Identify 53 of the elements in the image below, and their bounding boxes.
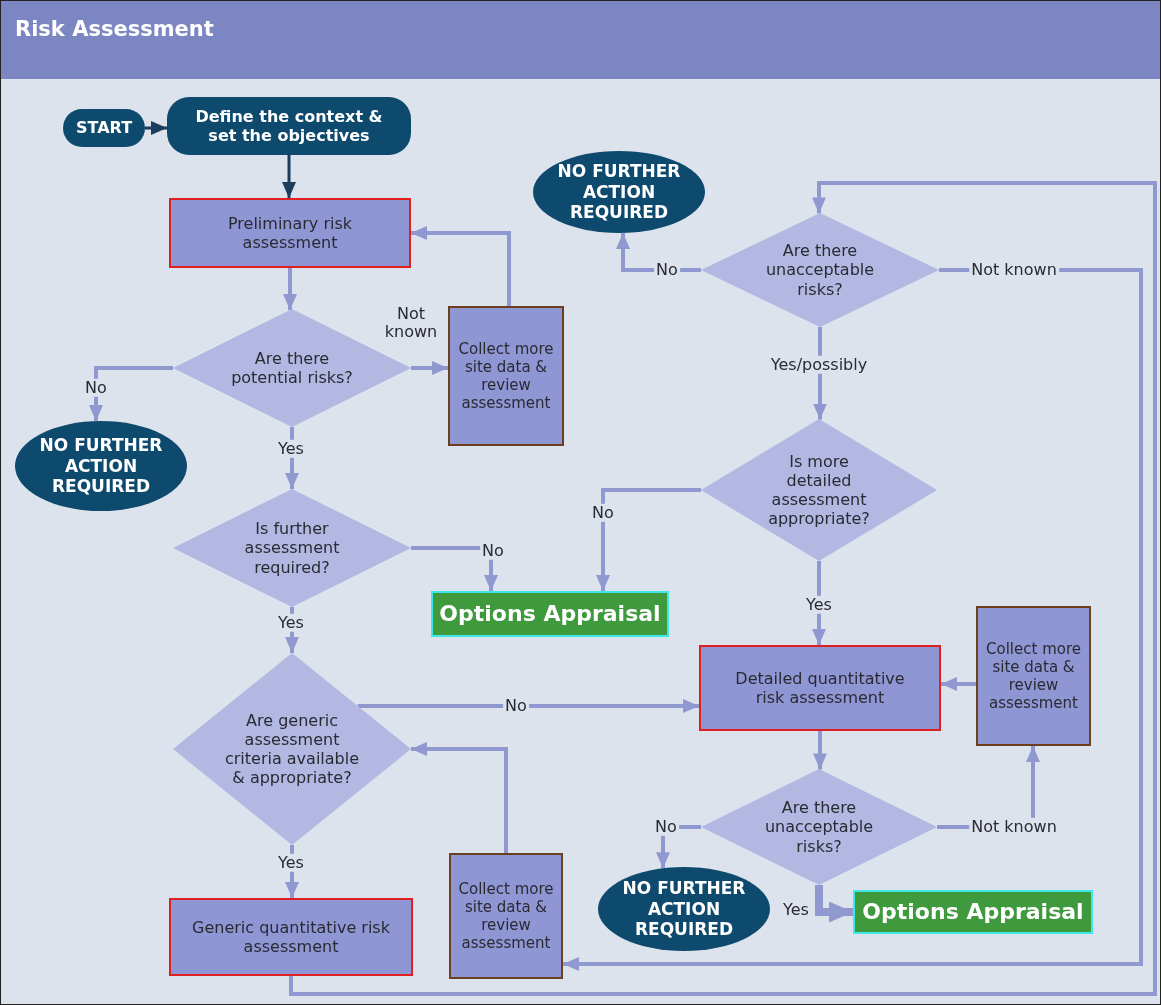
process-box [699, 645, 941, 731]
arrow [941, 677, 976, 691]
edge-label: Yes [276, 439, 306, 459]
arrow [357, 699, 699, 713]
arrow [282, 155, 296, 198]
node-label: Are there unacceptable risks? [763, 798, 875, 856]
node-label: Options Appraisal [861, 898, 1085, 926]
start-terminal [167, 97, 411, 155]
node-label: Preliminary risk assessment [226, 213, 354, 253]
process-box [169, 898, 413, 976]
node-label: Are there potential risks? [230, 348, 354, 388]
arrow [815, 885, 853, 923]
options-box [431, 591, 669, 637]
node-label: Is further assessment required? [243, 519, 341, 577]
data-collection-box [976, 606, 1091, 746]
node-label: Options Appraisal [438, 600, 662, 628]
node-label: Are generic assessment criteria available & appropriate? [223, 710, 361, 788]
arrow [411, 361, 448, 375]
node-label: Generic quantitative risk assessment [191, 917, 391, 957]
node-label: NO FURTHER ACTION REQUIRED [38, 435, 164, 497]
arrow [411, 226, 511, 306]
arrow [411, 742, 508, 853]
arrow [289, 181, 1157, 996]
arrow [563, 268, 1143, 971]
title: Risk Assessment [15, 17, 214, 41]
options-box [853, 890, 1093, 934]
edge-label: Yes [276, 613, 306, 633]
edge-label: No [653, 817, 679, 837]
edge-label: Yes/possibly [768, 355, 870, 375]
node-label: Define the context & set the objectives [194, 106, 384, 146]
node-label: Is more detailed assessment appropriate? [767, 451, 871, 529]
arrow [283, 268, 297, 310]
node-label: NO FURTHER ACTION REQUIRED [621, 878, 747, 940]
node-label: START [74, 118, 134, 138]
edge-label: Yes [804, 595, 834, 615]
edge-label: Yes [276, 853, 306, 873]
arrow [596, 488, 701, 591]
node-label: NO FURTHER ACTION REQUIRED [556, 161, 682, 223]
data-collection-box [448, 306, 564, 446]
arrow [89, 366, 173, 422]
edge-label: No [480, 541, 506, 561]
node-label: Collect more site data & review assessment [457, 880, 555, 952]
arrow [813, 731, 827, 770]
edge-label: No [83, 378, 109, 398]
data-collection-box [449, 853, 563, 979]
process-box [169, 198, 411, 268]
arrow [145, 121, 167, 135]
node-label: Are there unacceptable risks? [764, 241, 876, 299]
edge-label: No [590, 503, 616, 523]
node-label: Collect more site data & review assessment [457, 340, 555, 412]
start-terminal [63, 109, 145, 147]
node-label: Collect more site data & review assessment [985, 640, 1082, 712]
node-label: Detailed quantitative risk assessment [734, 668, 906, 708]
